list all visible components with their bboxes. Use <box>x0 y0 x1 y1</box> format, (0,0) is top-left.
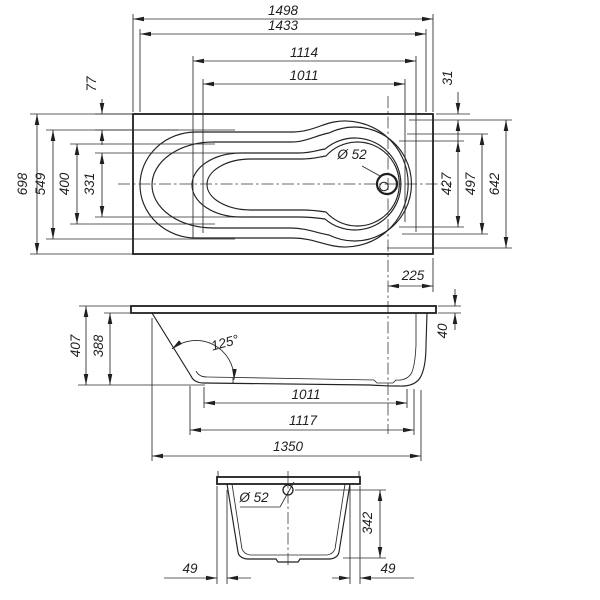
dim-right-edge-offset: 31 <box>440 70 455 85</box>
dim-mid-length: 1117 <box>289 413 318 428</box>
side-rim-slab <box>130 305 437 314</box>
bowl-outline-outer <box>139 120 409 248</box>
drain-leader-line <box>361 165 381 177</box>
side-view <box>78 305 437 387</box>
end-wall-left-inner <box>231 483 243 550</box>
angle-arc <box>171 340 237 381</box>
dim-overall-width: 698 <box>15 172 30 195</box>
dim-inner-width-bottom: 331 <box>82 173 97 196</box>
dim-inner-length-top: 1114 <box>290 45 318 60</box>
side-body-outline <box>151 312 428 387</box>
dim-left-offset: 49 <box>182 561 198 576</box>
dim-overall-length: 1498 <box>268 3 299 18</box>
dim-left-edge-offset: 77 <box>84 76 99 92</box>
drain-hole <box>379 181 389 192</box>
end-bottom-inner <box>241 548 336 556</box>
dim-inner-height: 342 <box>360 511 375 534</box>
end-view <box>216 471 361 563</box>
dim-rim-drop: 40 <box>435 323 450 339</box>
top-view-dimensions: 1498 1433 1114 1011 77 31 698 <box>15 3 512 292</box>
dim-overall-height: 407 <box>68 334 83 357</box>
end-bottom-outer <box>237 551 340 563</box>
dim-drain-diameter-top: Ø 52 <box>336 147 367 162</box>
end-drain-leader <box>240 481 295 508</box>
bowl-outline-inner <box>206 141 400 227</box>
dim-inner-width-top: 400 <box>57 172 72 195</box>
dim-right-offset: 49 <box>380 561 396 576</box>
dim-drain-offset: 225 <box>401 268 425 283</box>
dim-base-length: 1350 <box>273 439 304 454</box>
dim-rim-length: 1433 <box>268 18 299 33</box>
dim-drain-width-1: 427 <box>439 172 454 195</box>
end-rim-slab <box>216 476 361 485</box>
dim-shell-height: 388 <box>91 334 106 357</box>
end-wall-right-outer <box>338 483 351 553</box>
end-view-dimensions: 342 49 49 Ø 52 <box>164 486 414 584</box>
end-wall-left-outer <box>226 483 239 553</box>
drain-ring <box>375 172 399 196</box>
centerlines <box>118 96 452 566</box>
dim-slope-angle: 125° <box>209 332 240 354</box>
end-wall-right-inner <box>334 483 346 550</box>
top-view <box>132 113 434 255</box>
dim-bottom-length: 1011 <box>291 387 320 402</box>
dim-drain-width-2: 497 <box>463 172 478 195</box>
tub-outer-rim-rect <box>132 113 434 255</box>
end-drain-circle <box>282 484 294 496</box>
bowl-outline-third <box>191 137 402 231</box>
side-view-dimensions: 407 388 125° 40 1011 1117 1350 <box>68 289 461 461</box>
dim-drain-diameter-end: Ø 52 <box>238 490 269 505</box>
bowl-outline-second <box>151 126 412 242</box>
dim-inner-length-bottom: 1011 <box>289 68 318 83</box>
dim-inner-width-right: 642 <box>487 172 502 195</box>
dim-rim-width: 549 <box>33 172 48 195</box>
